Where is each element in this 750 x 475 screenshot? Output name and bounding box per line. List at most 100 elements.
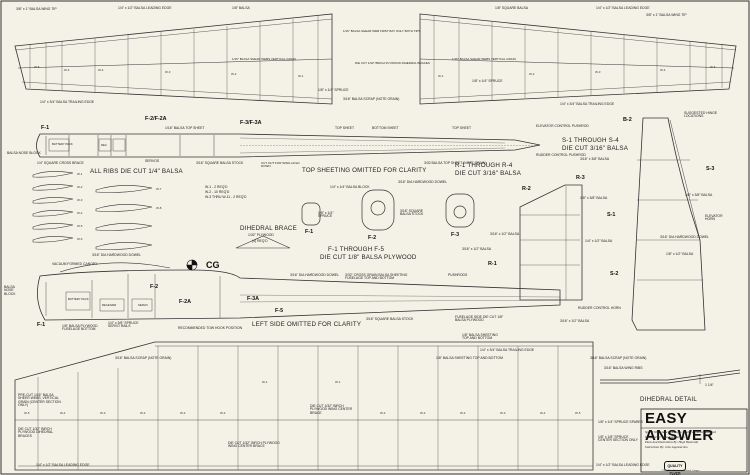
fuse-top-label-cutout: CUT OUT FOR WING HOLD DOWN [261, 161, 300, 168]
former-f2: F-2 [368, 235, 377, 241]
bw-label-scrap-left: 3/16" BALSA SCRAP (NOTE GRAIN) [115, 356, 172, 360]
dihedral-detail-dim: 1 1/4" [705, 383, 714, 387]
top-wing-rib-l5: W-2 [231, 72, 237, 76]
fuse-top-label-sheet-b: TOP SHEET [452, 126, 472, 130]
dihedral-brace-req: (4) REQ'D [252, 239, 268, 243]
cg-marker [186, 259, 198, 271]
top-wing-rib-r2: W-2 [529, 72, 535, 76]
fuse-top-label-sheet-a: TOP SHEET [335, 126, 355, 130]
top-wing-rib-r1: W-1 [438, 74, 444, 78]
bw-rib-5: W-2 [180, 411, 186, 415]
side-part-s3: S-3 [706, 166, 715, 172]
tail-label-1: 3/16" x 3/8" BALSA [580, 157, 610, 161]
side-label-servo: SERVO [138, 303, 148, 307]
fuse-top-label-bottom-sheet: BOTTOM SHEET [372, 126, 399, 130]
tail-label-7: 1/8" x 1/2" BALSA [666, 252, 694, 256]
rib-template-w3: W-3 [77, 198, 83, 202]
top-wing-label-shear-webs-left: 1/16" BALSA SHEAR WEBS VERTICAL GRAIN [232, 57, 296, 61]
bw-rib-3: W-3 [100, 411, 106, 415]
brand-logo: QUALITY FLYER [664, 461, 686, 475]
dihedral-detail-title: DIHEDRAL DETAIL [640, 396, 697, 403]
side-label-receiver: RECEIVER [102, 303, 117, 307]
top-wing-label-te-right: 1/4" x 3/4" BALSA TRAILING EDGE [560, 102, 615, 106]
rib-templates [32, 171, 153, 250]
top-wing-label-spruce-right: 1/8" x 1/4" SPRUCE [472, 79, 503, 83]
top-wing-label-tip-left: 3/8" x 1" BALSA WING TIP [16, 7, 57, 11]
top-wing-rib-l6: W-1 [298, 74, 304, 78]
former-label-spruce: 1/8" x 1/4" SPRUCE [318, 211, 334, 219]
bw-rib-14: W-5 [575, 411, 581, 415]
bw-rib-7: W-1 [262, 380, 268, 384]
top-wing-label-sq-balsa: 1/8" SQUARE BALSA [495, 6, 529, 10]
top-wing-rib-l3: W-4 [98, 68, 104, 72]
side-label-sq-stock: 3/16" SQUARE BALSA STOCK [366, 317, 414, 321]
designer-line: Designed By: John Lagomarsino [645, 435, 685, 439]
formers-r-name: R-1 THROUGH R-4 [455, 162, 513, 169]
rib-template-w6: W-6 [77, 237, 83, 241]
fuse-top-label-elev-pushrod: ELEVATOR CONTROL PUSHROD [536, 124, 589, 128]
tail-label-2: 3/16" x 1/2" BALSA [490, 232, 520, 236]
formers-r-spec: DIE CUT 3/16" BALSA [455, 170, 522, 177]
side-part-f5: F-5 [275, 308, 284, 314]
bw-label-te: 1/4" x 3/4" BALSA TRAILING EDGE [480, 348, 535, 352]
former-label-dowel: 3/16" DIA HARDWOOD DOWEL [398, 180, 448, 184]
top-wing-label-scrap: 3/16" BALSA SCRAP (NOTE GRAIN) [343, 97, 400, 101]
title-block: EASY ANSWER Span 8 Wide; Area 1040 sq. i… [641, 409, 747, 472]
side-label-omitted: LEFT SIDE OMITTED FOR CLARITY [252, 321, 362, 328]
fuse-top-label-omitted: TOP SHEETING OMITTED FOR CLARITY [302, 167, 427, 174]
part-f3-f3a-top: F-3/F-3A [240, 120, 262, 126]
bw-rib-12: W-3 [500, 411, 506, 415]
formers-f-name: F-1 THROUGH F-5 [328, 246, 385, 253]
fuse-top-label-rudder-pushrod: RUDDER CONTROL PUSHROD [536, 153, 586, 157]
top-wing-label-te-left: 1/4" x 3/4" BALSA TRAILING EDGE [40, 100, 95, 104]
side-label-pushrods: PUSHRODS [448, 273, 468, 277]
top-wing-label-dihedral-braces: DIE CUT 1/32" BIRCH PLYWOOD DIHEDRAL BRA… [355, 61, 430, 65]
side-label-canopy: VACUUM FORMED CANOPY [52, 262, 98, 266]
side-label-rudder-horn: RUDDER CONTROL HORN [578, 306, 621, 310]
formers-s-name: S-1 THROUGH S-4 [562, 137, 619, 144]
former-f1: F-1 [305, 229, 314, 235]
top-wing-label-balsa: 1/8" BALSA [232, 6, 250, 10]
top-wing-right-panel [419, 13, 737, 105]
former-f3: F-3 [451, 232, 460, 238]
fuselage-side-view [37, 262, 561, 321]
tail-label-6: 1/8" x 3/8" BALSA [685, 193, 713, 197]
rib-template-w2: W-2 [77, 185, 83, 189]
top-wing-label-tip-right: 3/8" x 1" BALSA WING TIP [646, 13, 687, 17]
bw-label-scrap-right: 3/16" BALSA SCRAP (NOTE GRAIN) [590, 356, 647, 360]
bw-label-dihedral-braces: DIE CUT 1/32" BIRCH PLYWOOD DIHEDRAL BRA… [18, 427, 54, 438]
plane-name: EASY ANSWER [645, 410, 714, 444]
bw-label-spruce-spares: 1/8" x 1/4" SPRUCE SPARES [598, 420, 643, 424]
top-wing-rib-r3: W-3 [595, 70, 601, 74]
dihedral-brace-title: DIHEDRAL BRACE [240, 225, 297, 232]
fuse-top-label-nose: BALSA NOSE BLOCK [7, 151, 41, 155]
former-label-sq-stock: 3/16" SQUARE BALSA STOCK [400, 209, 424, 217]
side-part-f1: F-1 [37, 322, 46, 328]
side-part-f2: F-2 [150, 284, 159, 290]
top-wing-label-shear-web-first: 1/16" BALSA SHEAR WEB FIRST BAY ONLY BOT… [343, 29, 421, 33]
bw-label-sheer-webs: PRE-CUT 1/16" BALSA SHEER WEBS, VERTICAL… [18, 393, 61, 408]
formers-s-spec: DIE CUT 3/16" BALSA [562, 145, 629, 152]
cg-label: CG [206, 260, 220, 270]
bw-rib-1: W-5 [24, 411, 30, 415]
rib-template-w8: W-8 [156, 206, 162, 210]
side-part-b2: B-2 [623, 117, 632, 123]
bw-rib-10: W-2 [420, 411, 426, 415]
side-label-battery: BATTERY PACK [68, 297, 89, 301]
side-label-sheeting: 1/8" BALSA SHEETING TOP AND BOTTOM [462, 333, 498, 341]
bw-rib-2: W-4 [60, 411, 66, 415]
rib-template-w1: W-1 [77, 172, 83, 176]
side-part-r1: R-1 [488, 261, 497, 267]
rib-template-w4: W-4 [77, 211, 83, 215]
dihedral-brace-spec: 1/32" PLYWOOD [248, 233, 274, 237]
tail-label-elev-horn: ELEVATOR HORN [705, 214, 723, 222]
formers [301, 189, 475, 231]
fuselage-top-view [36, 133, 541, 158]
stabilizer [631, 117, 706, 331]
bw-label-le-right: 1/4" x 1/2" BALSA LEADING EDGE [596, 463, 650, 467]
side-part-f2a: F-2A [179, 299, 191, 305]
dihedral-brace-shape [235, 235, 291, 249]
side-label-fuse-side: FUSELAGE SIDE DIE CUT 1/8" BALSA PLYWOOD [455, 315, 504, 323]
bw-rib-9: W-2 [380, 411, 386, 415]
fuse-top-label-top-sheet-grain: 3/32 BALSA TOP SHEET (NOTE GRAIN) [424, 161, 487, 165]
